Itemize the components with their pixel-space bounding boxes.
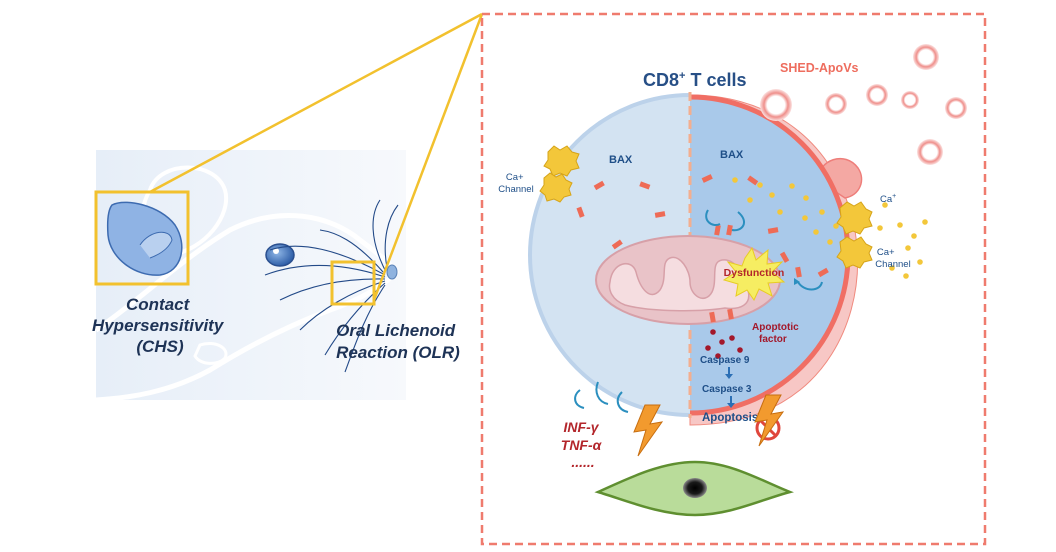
apov-vesicles <box>760 44 967 165</box>
ca-channel-right-line2: Channel <box>875 259 910 270</box>
mitochondrion-cristae <box>608 256 750 312</box>
ca-channel-left <box>539 145 580 203</box>
dysfunction-label: Dysfunction <box>724 267 785 279</box>
chs-label: Contact Hypersensitivity (CHS) <box>92 295 228 356</box>
apoptotic-factor-line2: factor <box>759 334 787 345</box>
bax-label-left: BAX <box>609 154 633 166</box>
lightning-bolt-right <box>754 394 785 447</box>
chs-label-line2: Hypersensitivity <box>92 316 225 335</box>
cell-left-half <box>528 93 690 417</box>
bax-molecule <box>701 174 713 183</box>
cell-title-main: CD8 <box>643 70 679 90</box>
fibroblast-nucleus <box>683 478 707 498</box>
calcium-ions <box>732 177 928 279</box>
caspase3-label: Caspase 3 <box>702 384 752 395</box>
dysfunction-burst <box>722 246 786 302</box>
apoptotic-factor-line1: Apoptotic <box>752 322 799 333</box>
apoptosis-label: Apoptosis <box>702 412 758 424</box>
caspase9-label: Caspase 9 <box>700 355 750 366</box>
cytokine-arrow <box>574 389 585 409</box>
ca-channel-right <box>836 201 873 269</box>
ca-channel-left-line2: Channel <box>498 184 533 195</box>
cell-title: CD8+ T cells <box>643 70 746 90</box>
bax-molecules <box>576 174 829 323</box>
flux-arrow <box>705 209 721 226</box>
ca-channel-right-label: Ca+ Channel <box>875 247 910 270</box>
apovs-label: SHED-ApoVs <box>780 61 859 75</box>
mouse-nose <box>386 264 398 280</box>
bax-molecule <box>714 224 721 236</box>
flux-arrow-head <box>794 278 800 285</box>
apov-vesicle <box>917 139 943 165</box>
bax-molecule <box>726 224 733 236</box>
bax-molecule <box>576 206 585 218</box>
ca-ion-label-sup: + <box>892 193 896 200</box>
bax-molecule <box>767 227 779 234</box>
apov-vesicle <box>760 89 792 121</box>
cell-title-sup: + <box>679 70 685 82</box>
zoom-line-bottom <box>372 13 484 301</box>
cd8-t-cell <box>528 92 863 426</box>
bax-molecule <box>611 239 623 250</box>
cytokine-arrow <box>595 381 609 405</box>
flux-arrows <box>705 209 823 291</box>
apov-vesicle <box>901 91 919 109</box>
ca-channel-left-label: Ca+ Channel <box>498 172 533 195</box>
flux-arrow <box>797 281 823 291</box>
apov-vesicle <box>825 93 847 115</box>
olr-highlight-box <box>330 260 376 306</box>
flux-arrow <box>731 211 746 232</box>
cell-bleb <box>817 157 863 199</box>
bax-label-right: BAX <box>720 149 744 161</box>
apoptotic-factor-label: Apoptotic factor <box>752 322 801 345</box>
olr-label: Oral Lichenoid Reaction (OLR) <box>336 321 460 362</box>
cytokine-label-tnf: TNF-α <box>561 437 603 453</box>
olr-label-line1: Oral Lichenoid <box>336 321 456 340</box>
chs-label-line1: Contact <box>126 295 191 314</box>
zoom-line-top <box>149 12 483 194</box>
bax-molecule <box>709 311 716 323</box>
ca-channel-right-line1: Ca+ <box>877 247 895 258</box>
bax-molecule <box>747 175 759 186</box>
cytokine-arrow <box>616 391 629 413</box>
zoom-panel-border <box>480 12 987 546</box>
cell-title-rest: T cells <box>685 70 746 90</box>
bax-molecule <box>654 211 666 218</box>
apov-vesicle <box>913 44 939 70</box>
bax-molecule <box>639 181 651 190</box>
bax-molecule <box>727 308 734 320</box>
bax-molecule <box>817 267 829 278</box>
chs-highlight-box <box>94 190 190 286</box>
cytokine-labels: INF-γ TNF-α ...... <box>561 419 605 470</box>
ca-channel-left-line1: Ca+ <box>506 172 524 183</box>
mouse-paw-outline <box>193 342 228 365</box>
cell-right-half <box>690 97 848 413</box>
ca-ion-label-main: Ca <box>880 194 893 205</box>
mouse-background <box>96 150 406 400</box>
bax-molecule <box>593 180 605 191</box>
bax-molecule <box>779 251 790 263</box>
apov-vesicle <box>945 97 967 119</box>
mitochondrion <box>595 235 781 325</box>
cytokine-label-ifn: INF-γ <box>564 419 600 435</box>
cytokine-arrows <box>574 381 629 413</box>
mouse-illustration <box>94 150 406 403</box>
cytokine-label-more: ...... <box>571 454 594 470</box>
bax-molecule <box>795 266 802 278</box>
mouse-eye-highlight <box>273 248 279 254</box>
lightning-bolt-left <box>633 404 664 457</box>
apoptotic-factor-dots <box>705 329 743 359</box>
ca-ion-label: Ca+ <box>880 193 896 205</box>
caspase-arrow-1 <box>725 367 733 379</box>
apov-vesicle <box>866 84 888 106</box>
caspase-arrow-2 <box>727 396 735 408</box>
chs-label-line3: (CHS) <box>136 337 184 356</box>
olr-label-line2: Reaction (OLR) <box>336 343 460 362</box>
mouse-ear-fold <box>139 231 173 259</box>
